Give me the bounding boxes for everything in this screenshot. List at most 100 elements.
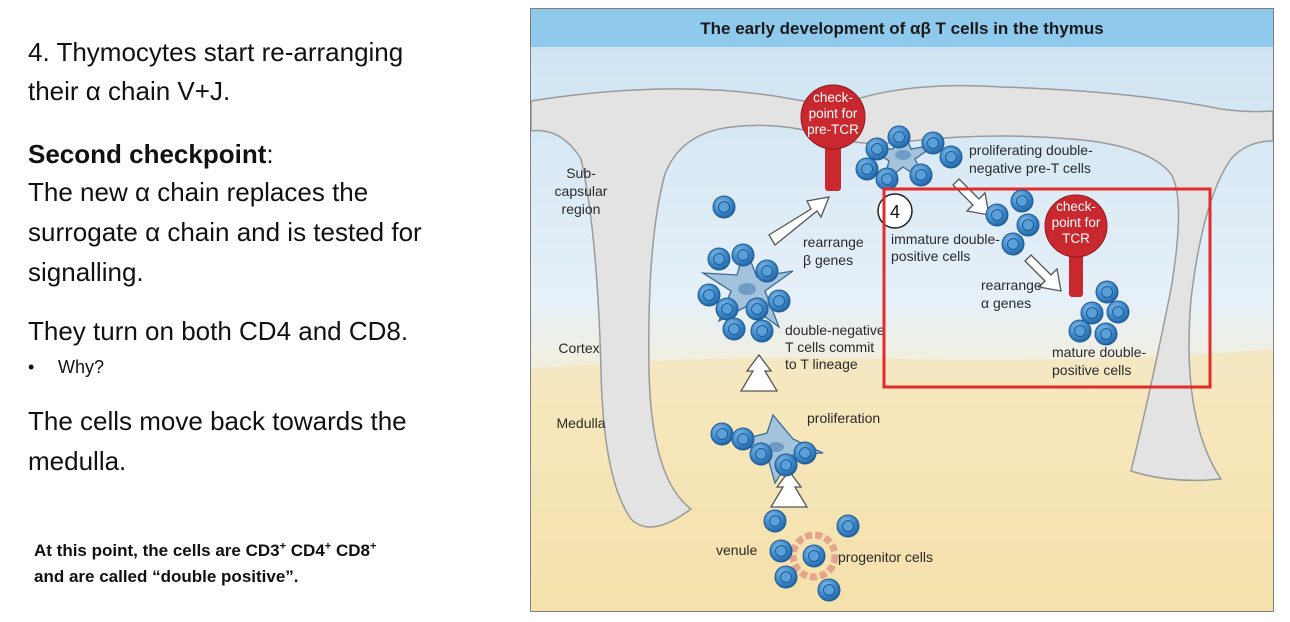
step-4-number: 4 — [890, 202, 900, 222]
checkpoint-body-line-2: surrogate α chain and is tested for — [28, 217, 422, 247]
preT-cell — [909, 163, 933, 187]
checkpoint-colon: : — [266, 139, 274, 169]
label-dn-commit-line-1: double-negative — [785, 322, 885, 338]
label-progenitor-cells: progenitor cells — [838, 549, 933, 565]
dn-cell — [710, 422, 734, 446]
pre-tcr-label-line-1: check- — [813, 90, 853, 105]
dn-cell — [745, 297, 769, 321]
progenitor-cell — [836, 514, 860, 538]
move-text-line-2: medulla. — [28, 446, 127, 476]
immature-dp-cell — [1016, 213, 1040, 237]
tcr-label-line-1: check- — [1056, 199, 1096, 214]
stromal-nucleus — [895, 150, 911, 160]
arrow-alpha — [1024, 254, 1062, 292]
dn-cell — [712, 195, 736, 219]
title-band — [531, 9, 1273, 47]
immature-dp-cell — [1010, 189, 1034, 213]
dn-cell — [793, 441, 817, 465]
label-rearrange-alpha-line-2: α genes — [981, 295, 1031, 311]
note-cd8: CD8 — [331, 541, 370, 560]
arrow-up-2 — [739, 353, 779, 392]
dn-cell — [697, 283, 721, 307]
preT-cell — [855, 157, 879, 181]
mature-dp-cell — [1094, 322, 1118, 346]
label-immature-dp-line-2: positive cells — [891, 248, 970, 264]
region-subcapsular-line-2: capsular — [555, 183, 608, 199]
region-subcapsular-line-1: Sub- — [566, 165, 596, 181]
dn-cell — [731, 427, 755, 451]
immature-dp-cell — [1001, 232, 1025, 256]
pre-tcr-stem — [825, 139, 841, 191]
note-cd4: CD4 — [286, 541, 325, 560]
highlight-box — [882, 187, 1212, 389]
cd-line: They turn on both CD4 and CD8. — [28, 316, 409, 346]
dn-cell — [722, 317, 746, 341]
venule-cell — [802, 544, 826, 568]
label-immature-dp-line-1: immature double- — [891, 231, 1000, 247]
thymus-diagram-svg: The early development of αβ T cells in t… — [531, 9, 1273, 611]
dn-cell — [749, 442, 773, 466]
venule-ring — [789, 531, 839, 581]
step-heading-line-1: 4. Thymocytes start re-arranging — [28, 37, 404, 67]
preT-cell — [887, 125, 911, 149]
stroma-capsule — [531, 84, 1273, 528]
checkpoint-body-line-1: The new α chain replaces the — [28, 177, 369, 207]
step-4-badge — [877, 193, 913, 229]
label-mature-dp-line-1: mature double- — [1052, 344, 1147, 360]
progenitor-cell — [763, 509, 787, 533]
arrow-up-1 — [769, 469, 809, 508]
label-proliferating-line-2: negative pre-T cells — [969, 160, 1091, 176]
label-rearrange-alpha-line-1: rearrange — [981, 277, 1042, 293]
tcr-label-line-2: point for — [1052, 215, 1101, 230]
region-medulla: Medulla — [556, 415, 605, 431]
dn-cell — [755, 259, 779, 283]
preT-cell — [939, 145, 963, 169]
note-line-2: and are called “double positive”. — [34, 567, 299, 586]
label-rearrange-beta-line-1: rearrange — [803, 234, 864, 250]
preT-cell — [875, 167, 899, 191]
tcr-label-line-3: TCR — [1062, 231, 1090, 246]
bullet-dot-icon: • — [28, 357, 35, 377]
medulla-region — [531, 349, 1273, 611]
arrow-beta — [768, 196, 831, 246]
stromal-nucleus — [768, 442, 784, 452]
region-subcapsular-line-3: region — [562, 201, 601, 217]
preT-cell — [865, 137, 889, 161]
figure-title: The early development of αβ T cells in t… — [700, 19, 1103, 38]
checkpoint-body-line-3: signalling. — [28, 257, 144, 287]
checkpoint-title: Second checkpoint — [28, 139, 267, 169]
checkpoint-heading: Second checkpoint: — [28, 137, 274, 171]
bullet-text: Why? — [58, 357, 105, 377]
dn-cell — [715, 297, 739, 321]
note-sup-cd3: + — [279, 540, 287, 553]
dn-cell — [731, 243, 755, 267]
progenitor-cell — [769, 539, 793, 563]
label-venule: venule — [716, 542, 757, 558]
note-cd3: At this point, the cells are CD3 — [34, 541, 280, 560]
immature-dp-cell — [985, 203, 1009, 227]
step-heading-line-2: their α chain V+J. — [28, 76, 231, 106]
dn-cell — [707, 247, 731, 271]
mature-dp-cell — [1106, 300, 1130, 324]
label-mature-dp-line-2: positive cells — [1052, 362, 1131, 378]
label-dn-commit-line-2: T cells commit — [785, 339, 874, 355]
stromal-nucleus — [738, 283, 756, 295]
pre-tcr-label-line-2: point for — [809, 106, 858, 121]
bullet-item: • Why? — [28, 356, 104, 378]
dn-cell — [774, 453, 798, 477]
note-sup-cd4: + — [324, 540, 332, 553]
preT-cell — [921, 131, 945, 155]
pre-tcr-checkpoint — [800, 84, 866, 150]
dn-cell — [767, 289, 791, 313]
move-text-line-1: The cells move back towards the — [28, 406, 407, 436]
region-cortex: Cortex — [558, 340, 599, 356]
mature-dp-cell — [1068, 319, 1092, 343]
label-proliferation: proliferation — [807, 410, 880, 426]
mature-dp-cell — [1095, 280, 1119, 304]
label-proliferating-line-1: proliferating double- — [969, 142, 1093, 158]
note-line-1: At this point, the cells are CD3+ CD4+ C… — [34, 539, 376, 563]
progenitor-cell — [774, 565, 798, 589]
progenitor-cell — [817, 578, 841, 602]
dn-cell — [750, 319, 774, 343]
label-dn-commit-line-3: to T lineage — [785, 356, 858, 372]
